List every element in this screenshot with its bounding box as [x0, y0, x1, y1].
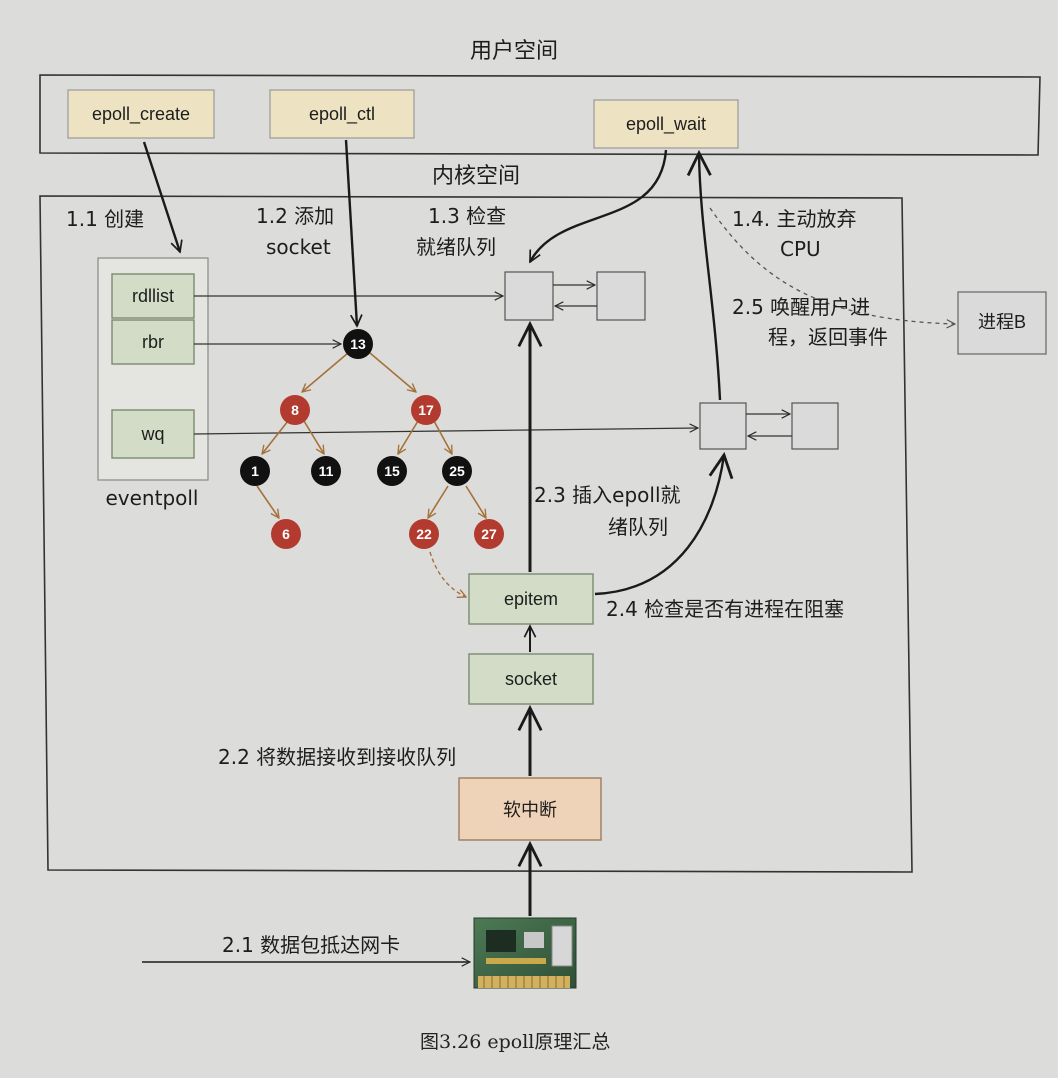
- socket-label: socket: [505, 669, 557, 689]
- softirq-label: 软中断: [503, 800, 557, 820]
- tree-node-l2-2-label: 15: [384, 463, 400, 479]
- tree-node-root: 13: [343, 329, 373, 359]
- tree-node-l2-3: 25: [442, 456, 472, 486]
- epoll-wait-label: epoll_wait: [626, 114, 706, 135]
- softirq-box: 软中断: [459, 778, 601, 840]
- step-1-2-label-line2: socket: [266, 235, 331, 259]
- tree-node-l2-2: 15: [377, 456, 407, 486]
- epoll-ctl-label: epoll_ctl: [309, 104, 375, 125]
- process-b-label: 进程B: [978, 312, 1026, 332]
- tree-node-l3-0: 6: [271, 519, 301, 549]
- tree-node-l1-1-label: 17: [418, 402, 434, 418]
- step-1-4-label-line2: CPU: [780, 237, 821, 261]
- epitem-box: epitem: [469, 574, 593, 624]
- user-space-label: 用户空间: [470, 39, 558, 64]
- network-card-icon: [474, 918, 576, 988]
- step-1-1-label: 1.1 创建: [66, 207, 144, 231]
- tree-node-l1-0-label: 8: [291, 402, 299, 418]
- figure-caption: 图3.26 epoll原理汇总: [420, 1031, 610, 1053]
- tree-node-root-label: 13: [350, 336, 366, 352]
- tree-node-l2-0-label: 1: [251, 463, 259, 479]
- ready-queue-node-2: [597, 272, 645, 320]
- tree-edges: [257, 353, 486, 518]
- step-1-2-label-line1: 1.2 添加: [256, 204, 334, 228]
- step-1-3-label-line2: 就绪队列: [416, 235, 496, 259]
- step-2-4-label: 2.4 检查是否有进程在阻塞: [606, 597, 844, 621]
- eventpoll-container: rdllist rbr wq eventpoll: [98, 258, 208, 510]
- step-2-5-label-line1: 2.5 唤醒用户进: [732, 295, 870, 319]
- epoll-create-label: epoll_create: [92, 104, 190, 125]
- wq-connector: [194, 428, 698, 434]
- flow-arrows: [142, 140, 724, 962]
- tree-node-l3-1-label: 22: [416, 526, 432, 542]
- wait-queue: [700, 403, 838, 449]
- epoll-wait-box: epoll_wait: [594, 100, 738, 148]
- tree-node-l3-2: 27: [474, 519, 504, 549]
- ready-queue: [505, 272, 645, 320]
- wait-queue-node-1: [700, 403, 746, 449]
- tree-node-l2-0: 1: [240, 456, 270, 486]
- wq-label: wq: [140, 424, 164, 444]
- red-black-tree: 13 8 17 1 11 15 25 6: [240, 329, 504, 549]
- tree-node-l2-3-label: 25: [449, 463, 465, 479]
- arrow-epoll-ctl: [346, 140, 357, 326]
- tree-node-l3-0-label: 6: [282, 526, 290, 542]
- arrow-wake-user: [699, 153, 720, 400]
- epitem-label: epitem: [504, 589, 558, 609]
- tree-node-l2-1-label: 11: [319, 463, 334, 479]
- step-2-2-label: 2.2 将数据接收到接收队列: [218, 745, 456, 769]
- step-2-3-label-line1: 2.3 插入epoll就: [534, 483, 681, 507]
- tree-node-l3-2-label: 27: [481, 526, 497, 542]
- eventpoll-label: eventpoll: [105, 486, 198, 510]
- arrow-check-ready: [530, 150, 666, 262]
- epoll-create-box: epoll_create: [68, 90, 214, 138]
- wait-queue-node-2: [792, 403, 838, 449]
- step-2-5-label-line2: 程，返回事件: [768, 325, 888, 349]
- socket-box: socket: [469, 654, 593, 704]
- kernel-space-label: 内核空间: [432, 164, 520, 189]
- process-b-box: 进程B: [958, 292, 1046, 354]
- step-1-4-label-line1: 1.4. 主动放弃: [732, 207, 857, 231]
- node-to-epitem-link: [430, 552, 466, 597]
- step-1-3-label-line1: 1.3 检查: [428, 204, 506, 228]
- tree-node-l1-1: 17: [411, 395, 441, 425]
- step-2-3-label-line2: 绪队列: [608, 515, 668, 539]
- rbr-label: rbr: [142, 332, 164, 352]
- rdllist-label: rdllist: [132, 286, 174, 306]
- epoll-ctl-box: epoll_ctl: [270, 90, 414, 138]
- tree-node-l3-1: 22: [409, 519, 439, 549]
- tree-node-l2-1: 11: [311, 456, 341, 486]
- tree-node-l1-0: 8: [280, 395, 310, 425]
- step-2-1-label: 2.1 数据包抵达网卡: [222, 933, 400, 957]
- ready-queue-node-1: [505, 272, 553, 320]
